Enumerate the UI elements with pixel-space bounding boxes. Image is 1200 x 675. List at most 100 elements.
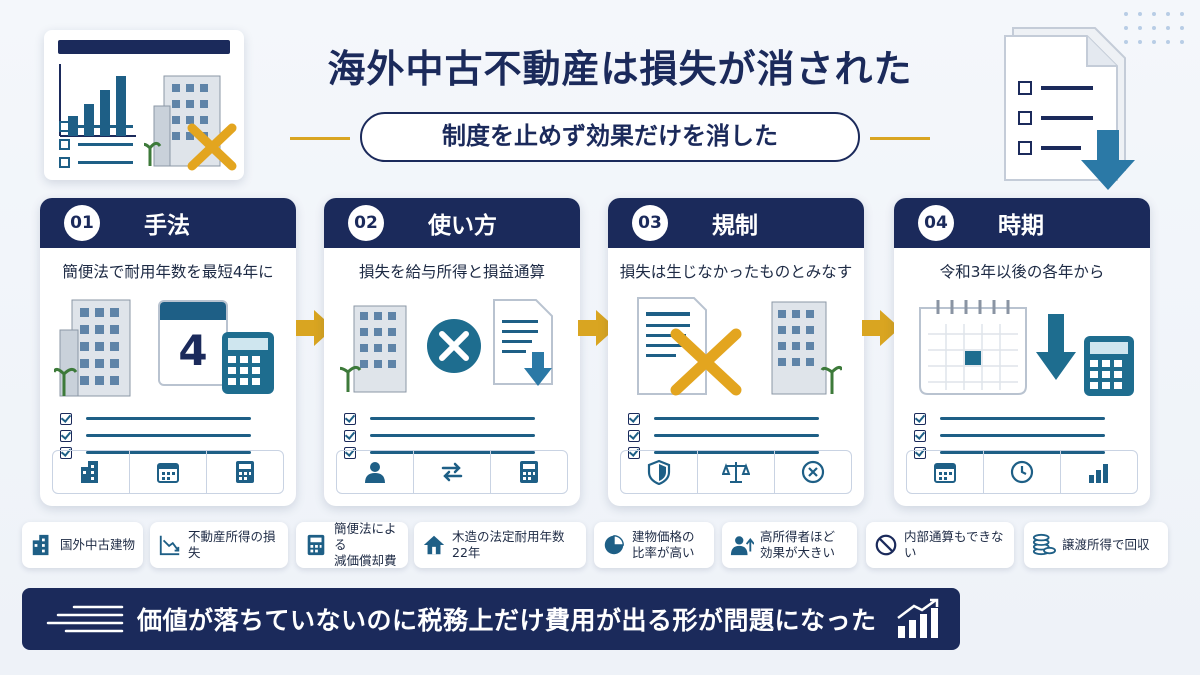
checklist [60,410,296,461]
hero-illustration-card [44,30,244,180]
step-description: 令和3年以後の各年から [939,263,1105,281]
pie-chart-icon [604,535,624,555]
conclusion-banner: 価値が落ちていないのに税務上だけ費用が出る形が問題になった [22,588,960,650]
step-card-01: 01 手法 簡便法で耐用年数を最短4年に 4 [40,198,296,506]
clock-icon [1010,460,1034,484]
checkbox-icon [344,429,356,442]
calendar-icon [157,463,179,483]
house-icon [423,535,445,555]
step-icon-row [336,450,568,494]
tag-label: 木造の法定耐用年数22年 [452,528,565,560]
checkbox-icon [628,429,640,442]
step-icon-row [620,450,852,494]
checkbox-icon [344,446,356,459]
calculator-icon [307,534,325,556]
calculator-icon [222,332,274,394]
prohibit-icon [875,534,897,556]
arrow-down-icon [1036,314,1076,380]
tag-real-estate-income-loss: 不動産所得の損失 [150,522,288,568]
document-with-cross-icon [637,297,742,396]
step-number: 04 [918,205,954,241]
checkbox-icon [628,446,640,459]
calculator-icon [236,461,254,483]
step-card-04: 04 時期 令和3年以後の各年から [894,198,1150,506]
step-card-header: 04 時期 [894,198,1150,248]
decline-chart-icon [159,535,180,556]
tag-capital-gains-recovery: 譲渡所得で回収 [1024,522,1168,568]
cross-circle-icon [801,460,825,484]
checklist [914,410,1150,461]
calendar-number: 4 [178,326,208,375]
tag-high-income-effect: 高所得者ほど 効果が大きい [722,522,857,568]
dot-pattern-decoration [1124,12,1184,44]
tag-no-internal-offset: 内部通算もできない [866,522,1014,568]
calendar-icon: 4 [158,300,228,386]
building-with-cross-icon [144,75,237,171]
step-card-header: 03 規制 [608,198,864,248]
checkbox-icon [914,412,926,425]
exchange-icon [441,462,463,482]
tag-foreign-used-building: 国外中古建物 [22,522,143,568]
tag-label: 簡便法による 減価償却費 [334,520,397,569]
step-description: 簡便法で耐用年数を最短4年に [62,263,274,281]
step-illustration [324,288,580,406]
step-illustration: 4 [40,288,296,406]
cross-circle-icon [427,319,481,373]
step-number: 01 [64,205,100,241]
building-icon [32,534,49,556]
tag-label: 内部通算もできない [904,528,1004,560]
step-title: 手法 [144,213,190,239]
checkbox-icon [628,412,640,425]
tag-label: 不動産所得の損失 [188,528,276,560]
step-icon-row [906,450,1138,494]
page-title: 海外中古不動産は損失が消された [327,47,913,91]
apartment-building-icon [340,305,407,393]
apartment-building-icon [771,301,842,395]
conclusion-text: 価値が落ちていないのに税務上だけ費用が出る形が問題になった [137,606,877,635]
checkbox-icon [914,446,926,459]
subtitle-left-line [290,137,350,140]
hero-card-header-bar [58,40,230,54]
checkbox-icon [344,412,356,425]
step-title: 規制 [712,213,758,239]
step-card-02: 02 使い方 損失を給与所得と損益通算 [324,198,580,506]
coins-icon [1032,533,1056,556]
document-download-icon [1004,27,1135,190]
tag-label: 譲渡所得で回収 [1062,536,1150,552]
checklist [344,410,580,461]
scale-icon [722,462,750,483]
tag-wooden-useful-life: 木造の法定耐用年数22年 [414,522,586,568]
tag-label: 建物価格の 比率が高い [632,528,695,560]
tag-label: 高所得者ほど 効果が大きい [760,528,836,560]
step-title: 使い方 [428,213,497,239]
calculator-icon [1084,336,1134,396]
subtitle: 制度を止めず効果だけを消した [360,112,860,162]
checkbox-icon [60,446,72,459]
arrow-right-icon [296,310,334,346]
subtitle-block: 制度を止めず効果だけを消した [290,112,930,164]
tag-label: 国外中古建物 [60,536,136,552]
subtitle-right-line [870,137,930,140]
speed-lines-decoration [46,605,124,633]
calendar-icon [934,463,956,483]
checklist [628,410,864,461]
step-illustration [894,288,1150,406]
arrow-right-icon [578,310,616,346]
growth-chart-icon [897,598,939,638]
checkbox-icon [914,429,926,442]
step-number: 03 [632,205,668,241]
bar-chart-icon [1089,464,1108,483]
checkbox-icon [60,429,72,442]
desk-calendar-icon [919,300,1027,395]
checkbox-icon [60,412,72,425]
apartment-building-icon [54,299,131,397]
step-card-header: 02 使い方 [324,198,580,248]
building-icon [81,461,98,483]
tag-building-ratio: 建物価格の 比率が高い [594,522,714,568]
tag-simplified-depreciation: 簡便法による 減価償却費 [296,520,408,569]
step-card-03: 03 規制 損失は生じなかったものとみなす [608,198,864,506]
step-illustration [608,288,864,406]
calculator-icon [520,461,538,483]
step-description: 損失を給与所得と損益通算 [358,263,545,281]
step-card-header: 01 手法 [40,198,296,248]
